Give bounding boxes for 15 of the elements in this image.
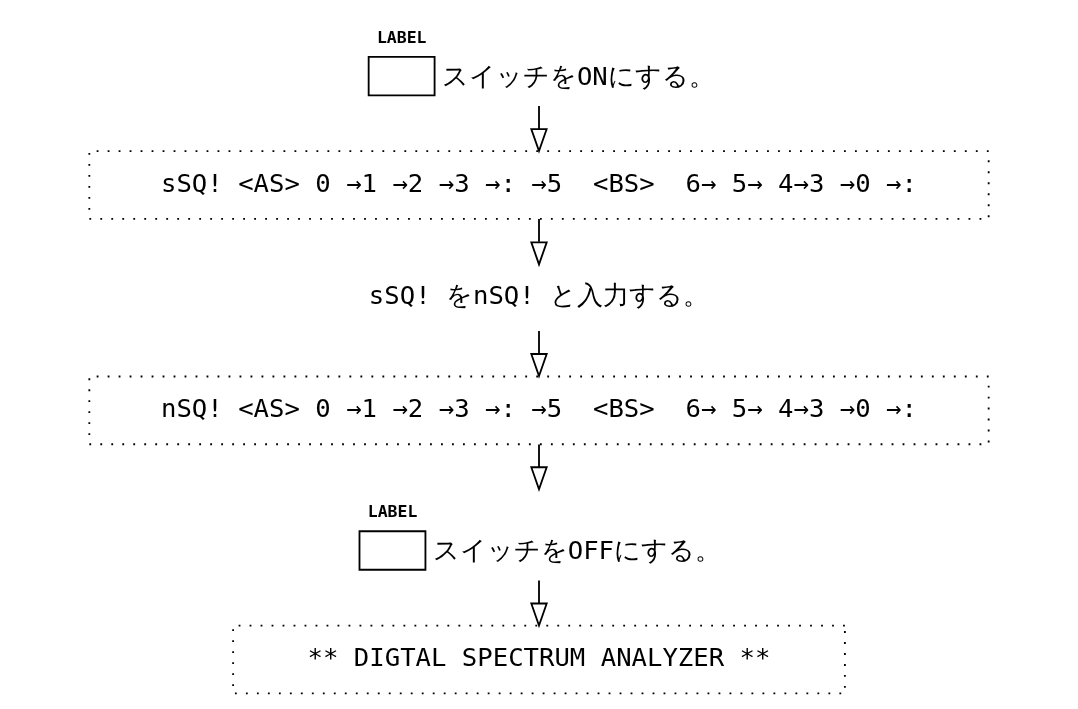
node-label: スイッチをOFFにする。 xyxy=(432,535,722,566)
arrow xyxy=(530,330,548,379)
arrow xyxy=(530,218,548,268)
node-text: sSQ! をnSQ! と入力する。 xyxy=(368,280,710,311)
arrow xyxy=(530,443,548,492)
node-box: ** DIGTAL SPECTRUM ANALYZER ** xyxy=(232,624,846,695)
node-box xyxy=(358,530,427,571)
arrow xyxy=(530,579,548,629)
node-label: LABEL xyxy=(376,27,427,47)
node-box: nSQ! <AS> 0 →1 →2 →3 →: →5 <BS> 6→ 5→ 4→3 →0 →: xyxy=(88,375,990,446)
node-label: LABEL xyxy=(367,501,418,521)
node-label: スイッチをONにする。 xyxy=(441,60,715,91)
arrow xyxy=(530,105,548,154)
node-box xyxy=(367,55,436,97)
node-box: sSQ! <AS> 0 →1 →2 →3 →: →5 <BS> 6→ 5→ 4→3 →0 →: xyxy=(88,150,990,220)
